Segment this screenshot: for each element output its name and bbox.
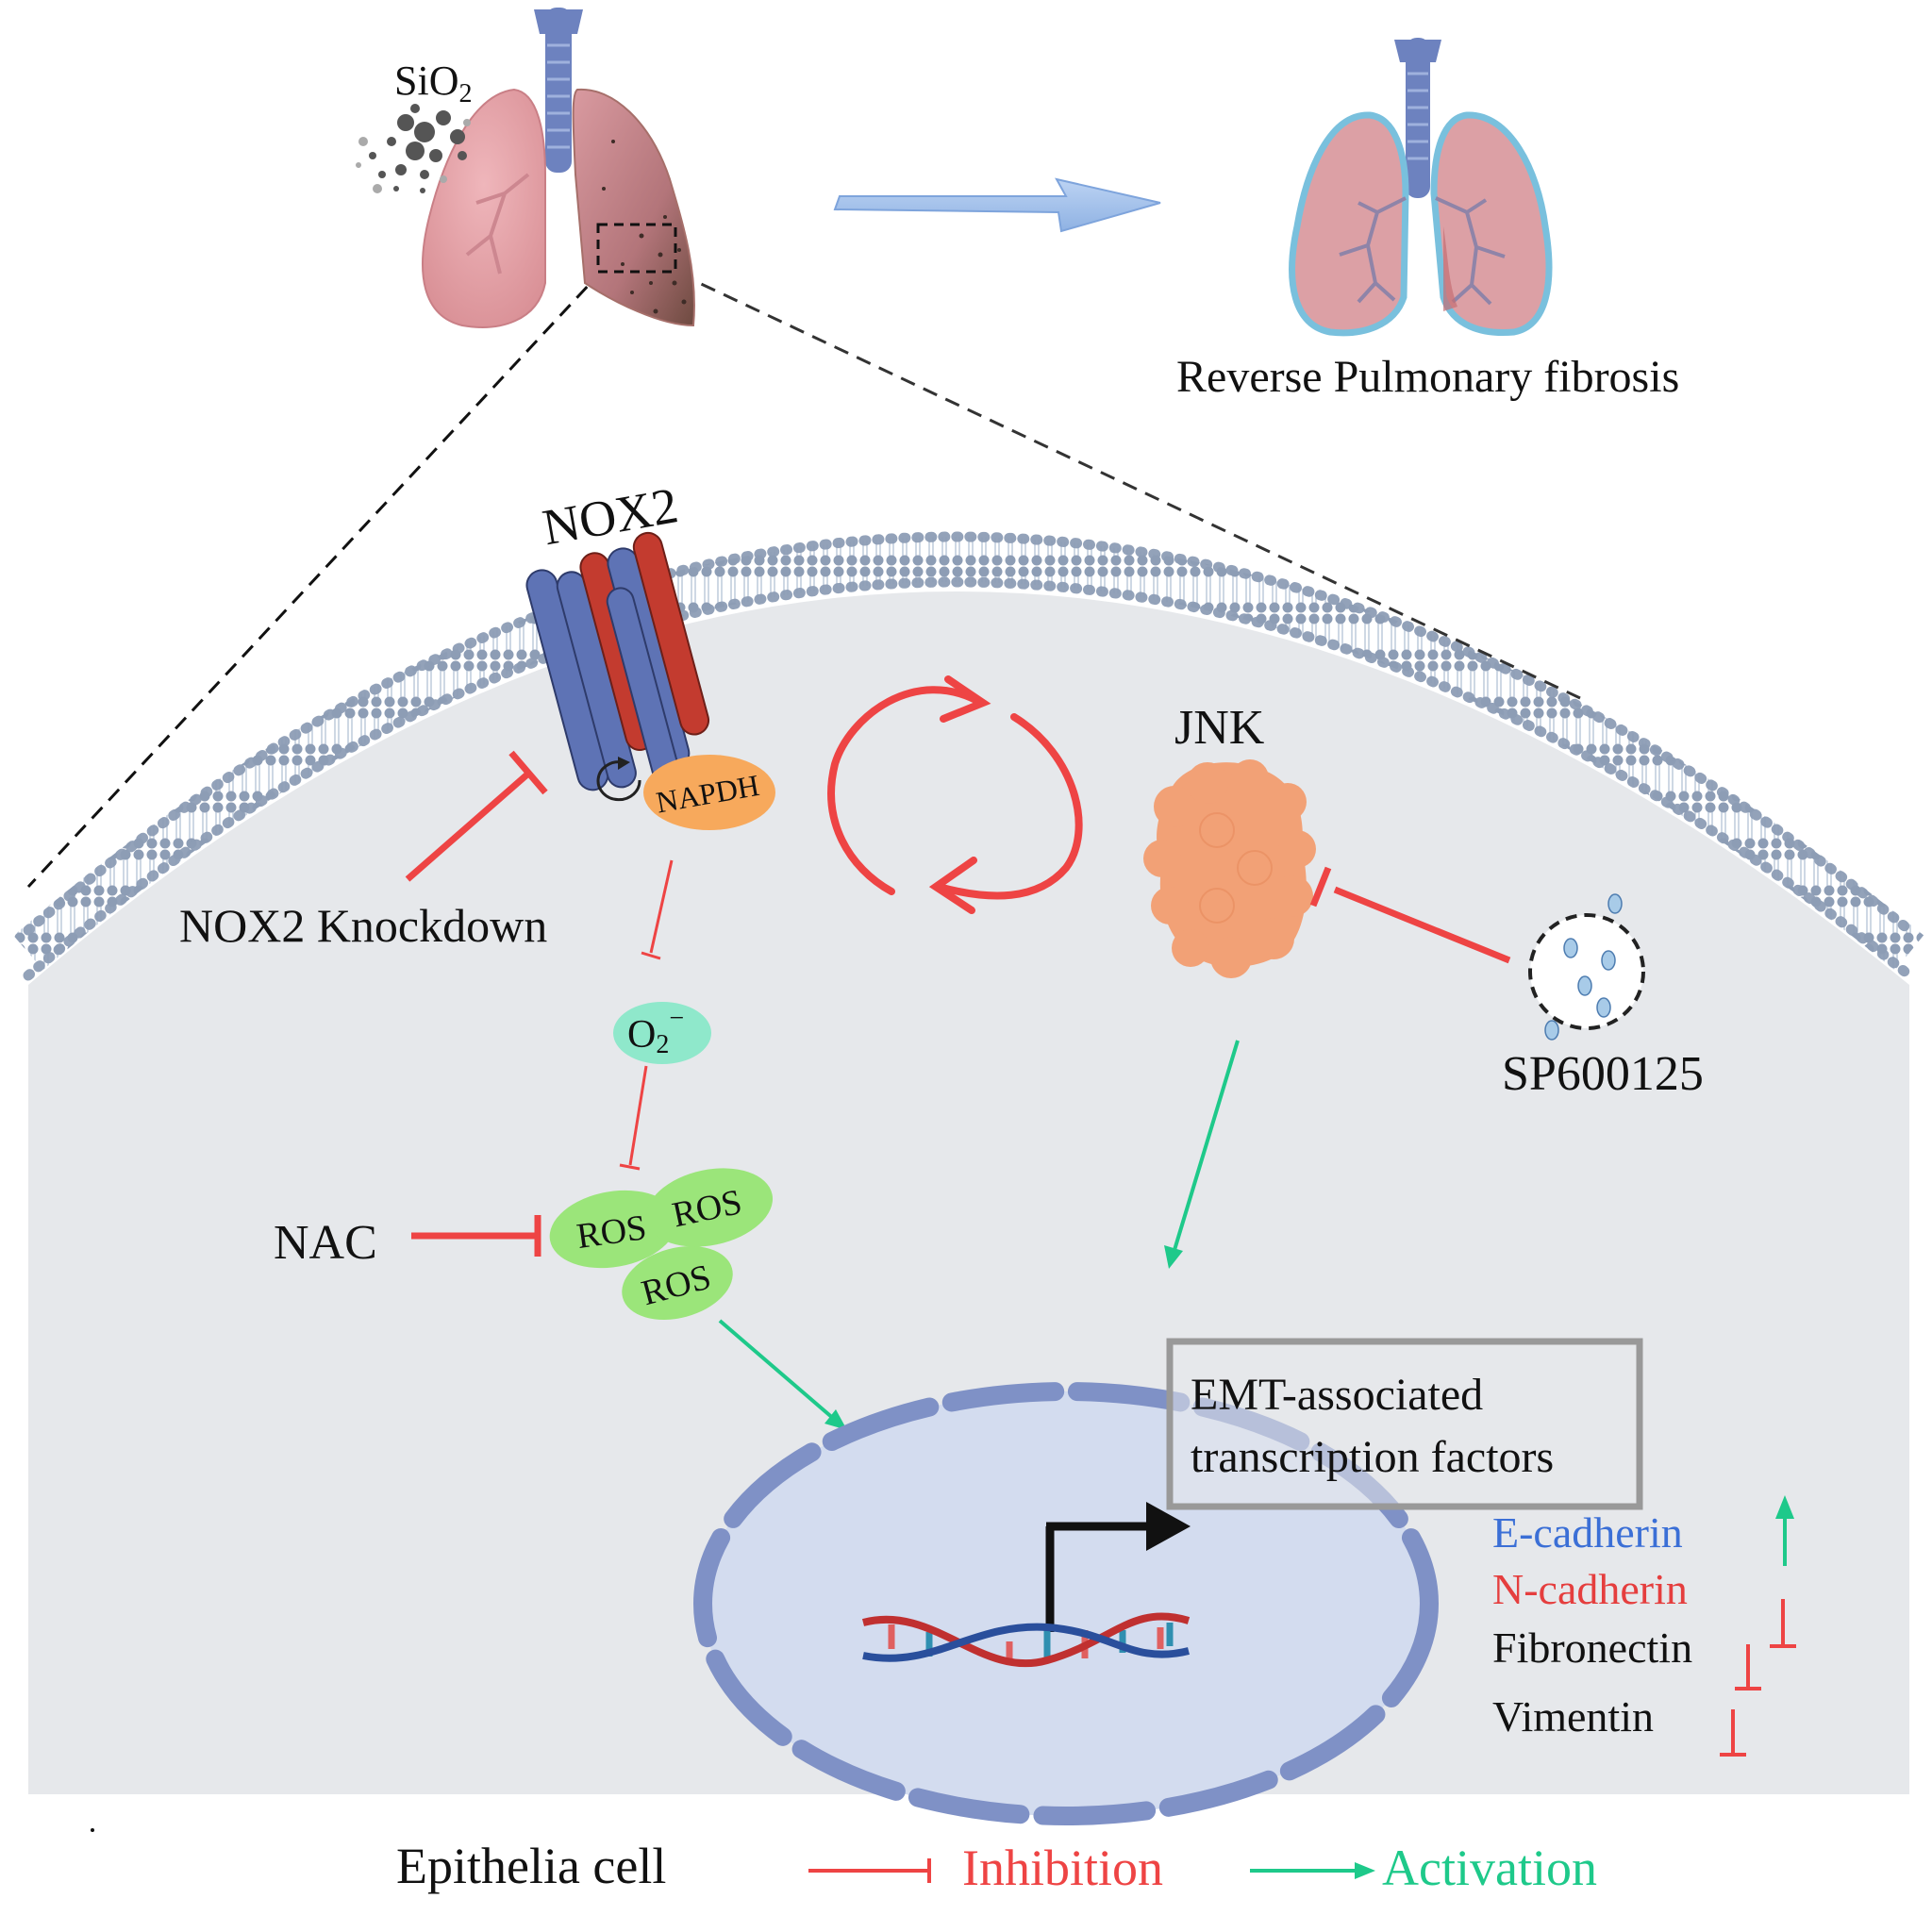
jnk-protein-icon	[1143, 759, 1316, 978]
marker-vimentin: Vimentin	[1492, 1692, 1654, 1740]
healthy-lung-icon	[1289, 38, 1553, 337]
superoxide-oval	[613, 1002, 711, 1064]
nox2-rotation-icon	[596, 760, 641, 802]
diseased-lung-icon	[356, 8, 695, 328]
jnk-label: JNK	[1174, 701, 1265, 755]
jnk-to-nucleus-arrow	[1173, 1040, 1240, 1251]
legend-activation-label: Activation	[1382, 1840, 1597, 1896]
marker-e-cadherin: E-cadherin	[1492, 1508, 1683, 1557]
napdh-to-o2-line	[649, 859, 674, 954]
knockdown-inhibition-line	[405, 771, 531, 882]
legend-cell-type: Epithelia cell	[396, 1838, 666, 1894]
zoom-line-left	[26, 267, 606, 889]
cell-membrane	[13, 537, 1924, 971]
sp600125-inhibition-line	[1333, 886, 1511, 964]
nac-label: NAC	[274, 1216, 377, 1270]
nox2-transmembrane-protein	[525, 531, 710, 791]
inhibitor-label: SP600125	[1502, 1047, 1704, 1101]
legend-activation-symbol	[1250, 1862, 1375, 1879]
superoxide-label: O2−	[627, 1004, 684, 1059]
knockdown-label: NOX2 Knockdown	[179, 899, 547, 952]
ros-cluster: ROS ROS ROS	[549, 1168, 774, 1320]
reversal-arrow	[833, 177, 1161, 233]
fibronectin-down-icon	[1735, 1644, 1761, 1690]
ros-to-nucleus-arrow	[718, 1319, 837, 1422]
o2-to-ros-line	[628, 1065, 648, 1166]
marker-fibronectin: Fibronectin	[1492, 1624, 1692, 1672]
transcription-start-icon	[1045, 1502, 1191, 1632]
tf-box-line2: transcription factors	[1191, 1432, 1554, 1482]
dna-helix-icon	[861, 1612, 1191, 1668]
legend-inhibition-label: Inhibition	[962, 1840, 1163, 1896]
tf-box	[1166, 1338, 1643, 1510]
e-cadherin-up-arrow	[1775, 1495, 1794, 1566]
n-cadherin-down-icon	[1770, 1599, 1796, 1648]
zoom-line-right	[678, 272, 1581, 700]
napdh-oval	[643, 755, 775, 830]
feedback-loop-icon	[827, 675, 1083, 914]
marker-n-cadherin: N-cadherin	[1492, 1565, 1688, 1613]
legend-inhibition-symbol	[808, 1858, 931, 1883]
particle-label: SiO2	[394, 58, 472, 108]
outcome-label: Reverse Pulmonary fibrosis	[1176, 352, 1679, 402]
svg-text:ROS: ROS	[575, 1208, 649, 1257]
inhibitor-vesicle-icon	[1528, 893, 1645, 1041]
tf-box-line1: EMT-associated	[1191, 1370, 1483, 1420]
vimentin-down-icon	[1720, 1709, 1746, 1757]
